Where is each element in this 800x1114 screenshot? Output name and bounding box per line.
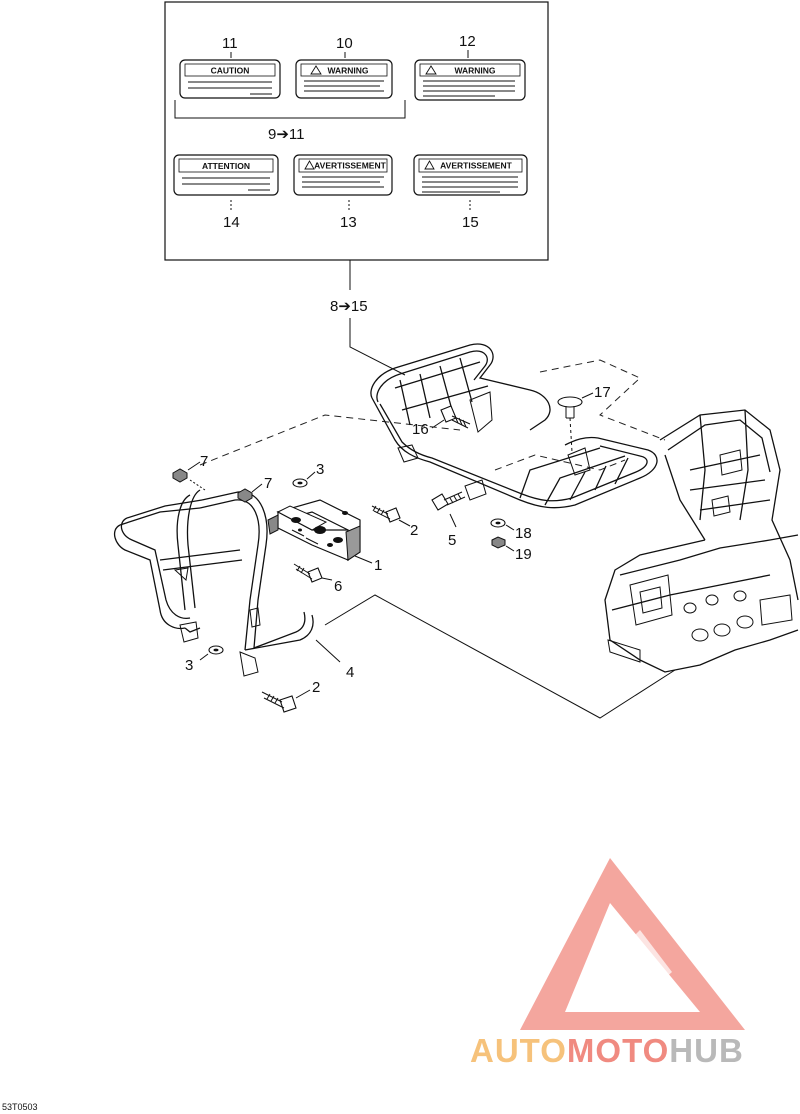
assembly-line-mid <box>494 454 626 471</box>
callout-5[interactable]: 5 <box>448 532 456 549</box>
part-3-washer-top[interactable] <box>292 478 308 488</box>
label-13-avertissement[interactable]: AVERTISSEMENT <box>293 154 393 196</box>
callout-2b[interactable]: 2 <box>312 679 320 696</box>
assembly-line-front <box>199 414 461 466</box>
warning-header-10: WARNING <box>327 66 368 76</box>
label-12-warning[interactable]: WARNING <box>414 59 526 101</box>
vehicle-frame <box>604 409 799 673</box>
callout-1[interactable]: 1 <box>374 557 382 574</box>
callout-3a[interactable]: 3 <box>316 461 324 478</box>
callout-3b[interactable]: 3 <box>185 657 193 674</box>
attention-header: ATTENTION <box>202 161 250 171</box>
callout-14[interactable]: 14 <box>223 214 240 231</box>
callout-17[interactable]: 17 <box>594 384 611 401</box>
callout-19[interactable]: 19 <box>515 546 532 563</box>
callout-10[interactable]: 10 <box>336 35 353 52</box>
callout-8-15[interactable]: 8➔15 <box>330 298 368 315</box>
label-10-warning[interactable]: WARNING <box>295 59 393 99</box>
label-15-avertissement[interactable]: AVERTISSEMENT <box>413 154 528 196</box>
part-2-bolt-top[interactable] <box>371 505 401 523</box>
watermark-moto: MOTO <box>567 1032 669 1069</box>
watermark-text: AUTOMOTOHUB <box>470 1032 744 1069</box>
avertissement-header-15: AVERTISSEMENT <box>440 161 512 171</box>
part-19-nut[interactable] <box>491 536 506 549</box>
callout-18[interactable]: 18 <box>515 525 532 542</box>
part-7-nut-top[interactable] <box>172 468 188 483</box>
label-sheet-frame <box>164 1 549 261</box>
callout-2a[interactable]: 2 <box>410 522 418 539</box>
watermark-auto: AUTO <box>470 1032 567 1069</box>
watermark-hub: HUB <box>669 1032 744 1069</box>
part-1-mounting-plate[interactable] <box>267 499 361 562</box>
callout-6[interactable]: 6 <box>334 578 342 595</box>
assembly-line-rear <box>539 359 666 441</box>
part-6-bolt[interactable] <box>293 563 323 583</box>
caution-header: CAUTION <box>211 66 250 76</box>
label-14-attention[interactable]: ATTENTION <box>173 154 279 196</box>
callout-12[interactable]: 12 <box>459 33 476 50</box>
warning-header-12: WARNING <box>454 66 495 76</box>
callout-7a[interactable]: 7 <box>200 453 208 470</box>
bumper-mount-leader <box>324 594 676 719</box>
part-17-push-rivet[interactable] <box>557 396 583 453</box>
callout-16[interactable]: 16 <box>412 421 429 438</box>
part-7-nut[interactable] <box>237 488 253 503</box>
watermark-logo <box>520 858 745 1030</box>
callout-7b[interactable]: 7 <box>264 475 272 492</box>
diagram-code: 53T0503 <box>2 1102 38 1112</box>
callout-11[interactable]: 11 <box>222 35 238 52</box>
part-18-washer[interactable] <box>490 518 506 528</box>
part-2-bolt-bottom[interactable] <box>261 691 297 713</box>
avertissement-header-13: AVERTISSEMENT <box>314 161 386 171</box>
rear-rack[interactable] <box>370 343 658 509</box>
part-5-bolt[interactable] <box>431 491 466 511</box>
label-11-caution[interactable]: CAUTION <box>179 59 281 99</box>
callout-4[interactable]: 4 <box>346 664 354 681</box>
callout-13[interactable]: 13 <box>340 214 357 231</box>
callout-9-11[interactable]: 9➔11 <box>268 126 304 143</box>
part-3-washer-bottom[interactable] <box>208 645 224 655</box>
part-16-bolt[interactable] <box>440 405 471 429</box>
callout-15[interactable]: 15 <box>462 214 479 231</box>
